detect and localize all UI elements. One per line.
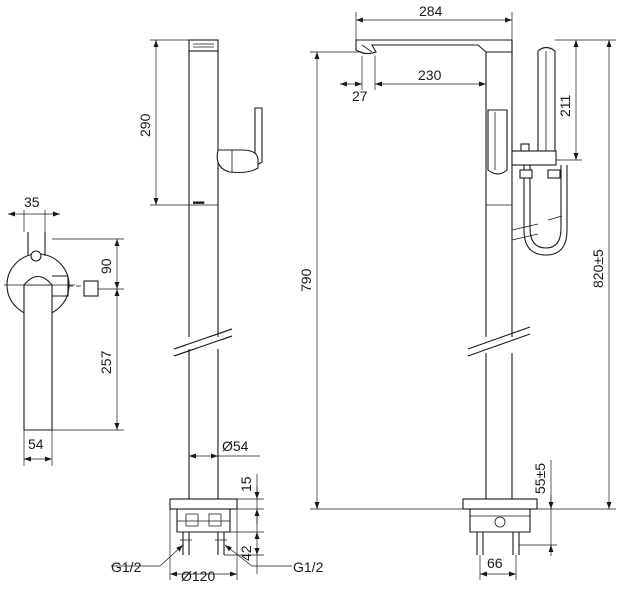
front-dim-290-label: 290 [137,113,153,137]
main-spout-arm [355,39,513,55]
main-shower-handle [537,51,556,151]
main-dim-790-label: 790 [298,268,314,292]
main-break-mark [467,326,531,357]
side-handle-stem [27,232,46,256]
main-pipe-right [512,532,520,555]
front-pipe-right [217,532,225,555]
side-dim-257-label: 257 [98,350,114,374]
main-dim-66-label: 66 [487,555,503,571]
main-dim-211-label: 211 [557,94,573,117]
side-body-tube [23,284,53,431]
front-thread-right-label: G1/2 [293,559,324,575]
front-thread-right-leader [224,544,292,567]
side-handle-knob [30,250,42,262]
main-dim-230-label: 230 [418,67,442,83]
side-view: 35 90 257 54 [4,194,124,466]
side-outlet [83,280,99,297]
front-thread-left-leader [111,544,184,567]
front-base-flange [169,498,238,510]
front-dim-15-label: 15 [238,476,254,492]
main-base-flange [462,498,538,510]
front-column-mark: ▀▀▀▀ [193,201,205,206]
main-view: 284 27 230 211 790 820±5 55±5 66 [298,3,616,580]
main-column [485,40,513,499]
front-base-box [176,509,231,533]
front-handle-body [216,149,259,174]
front-thread-left-label: G1/2 [111,559,142,575]
main-pipe-left [476,532,484,555]
main-dim-820-label: 820±5 [590,249,606,288]
main-dim-55-label: 55±5 [532,463,548,494]
front-handle-lever [254,107,263,167]
front-spout-head [188,39,219,52]
front-view: ▀▀▀▀ 290 Ø54 15 42 Ø [111,39,324,584]
main-dim-27-label: 27 [352,88,368,104]
front-dim-d54-label: Ø54 [222,438,249,454]
side-dim-54-label: 54 [28,436,44,452]
front-dim-42-label: 42 [238,545,254,561]
side-dim-90-label: 90 [98,258,114,274]
front-pipe-left [182,532,190,555]
main-handle [487,109,508,175]
main-shower-bracket [511,150,557,166]
side-connector [52,275,69,297]
main-base-box [469,509,531,533]
front-dim-d120-label: Ø120 [181,568,215,584]
main-dim-284-label: 284 [419,3,443,19]
side-dim-35-label: 35 [24,194,40,210]
side-tube-top [23,275,53,286]
front-column [188,51,219,499]
